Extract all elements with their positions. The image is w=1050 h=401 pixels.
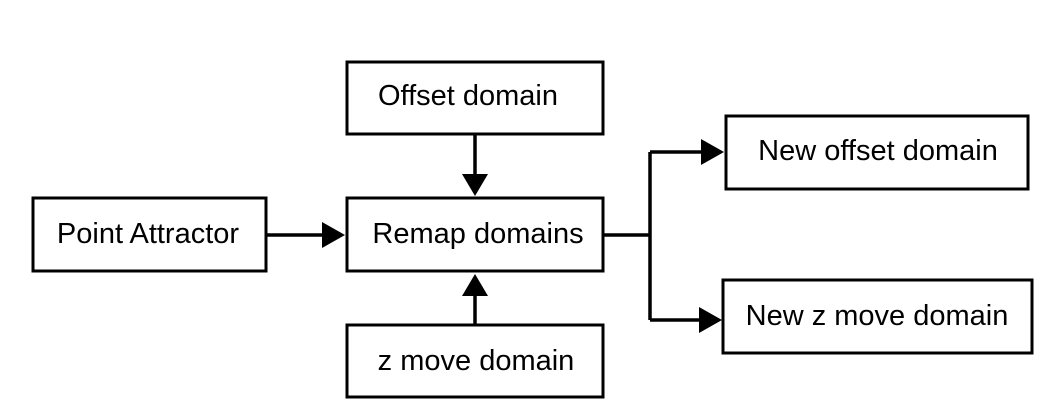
- node-new-offset-domain: New offset domain: [724, 114, 1030, 191]
- node-remap-domains-label: Remap domains: [372, 218, 583, 250]
- node-new-offset-domain-label: New offset domain: [758, 135, 998, 167]
- node-offset-domain-label: Offset domain: [378, 80, 558, 112]
- node-z-move-domain-label: z move domain: [378, 345, 575, 377]
- arrowhead-to-new-offset: [701, 139, 724, 165]
- arrowhead-offset-to-remap: [462, 174, 488, 196]
- node-new-z-move-domain-label: New z move domain: [746, 300, 1009, 332]
- node-new-z-move-domain: New z move domain: [721, 278, 1034, 355]
- node-point-attractor-label: Point Attractor: [57, 218, 239, 250]
- node-remap-domains: Remap domains: [345, 196, 605, 273]
- arrowhead-attractor-to-remap: [322, 222, 345, 248]
- node-point-attractor: Point Attractor: [31, 196, 268, 273]
- node-z-move-domain: z move domain: [345, 323, 605, 399]
- arrowhead-zmove-to-remap: [462, 274, 488, 296]
- arrowhead-to-new-zmove: [699, 307, 722, 333]
- node-offset-domain: Offset domain: [345, 60, 605, 136]
